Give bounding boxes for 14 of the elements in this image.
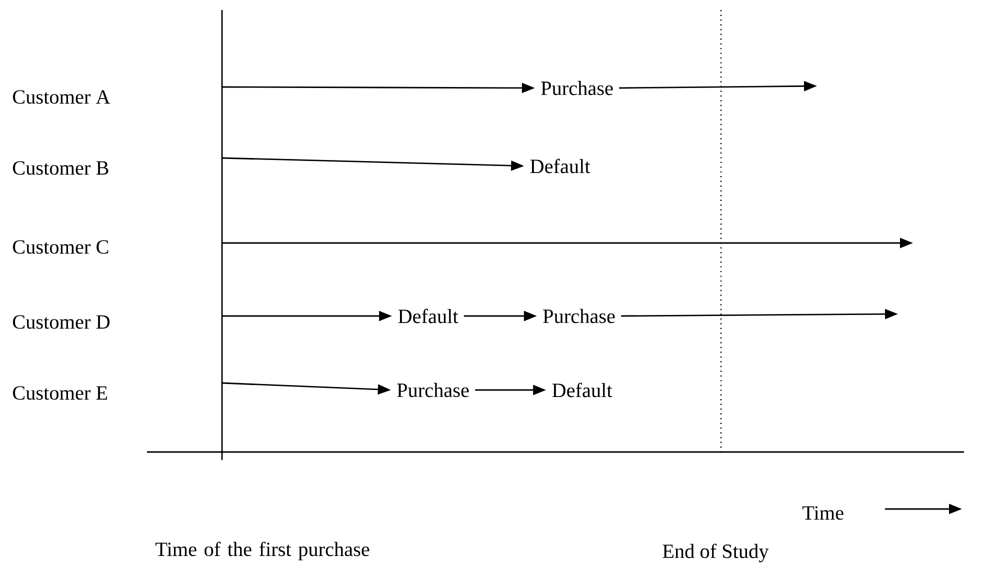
text-label: Time <box>802 506 844 520</box>
text-label: Customer E <box>12 386 108 400</box>
text-label: Customer B <box>12 161 108 175</box>
event-label: Purchase <box>397 382 469 398</box>
text-label: Customer A <box>12 90 110 104</box>
text-label: Time of the first purchase <box>155 542 370 560</box>
event-label: Purchase <box>543 308 615 324</box>
text-label: Customer C <box>12 240 108 254</box>
event-label: Default <box>552 382 612 398</box>
event-label: Default <box>398 308 458 324</box>
text-label: Customer D <box>12 315 110 329</box>
event-label: Default <box>530 158 590 174</box>
text-label: End of Study <box>662 544 769 562</box>
event-label: Purchase <box>541 80 613 96</box>
